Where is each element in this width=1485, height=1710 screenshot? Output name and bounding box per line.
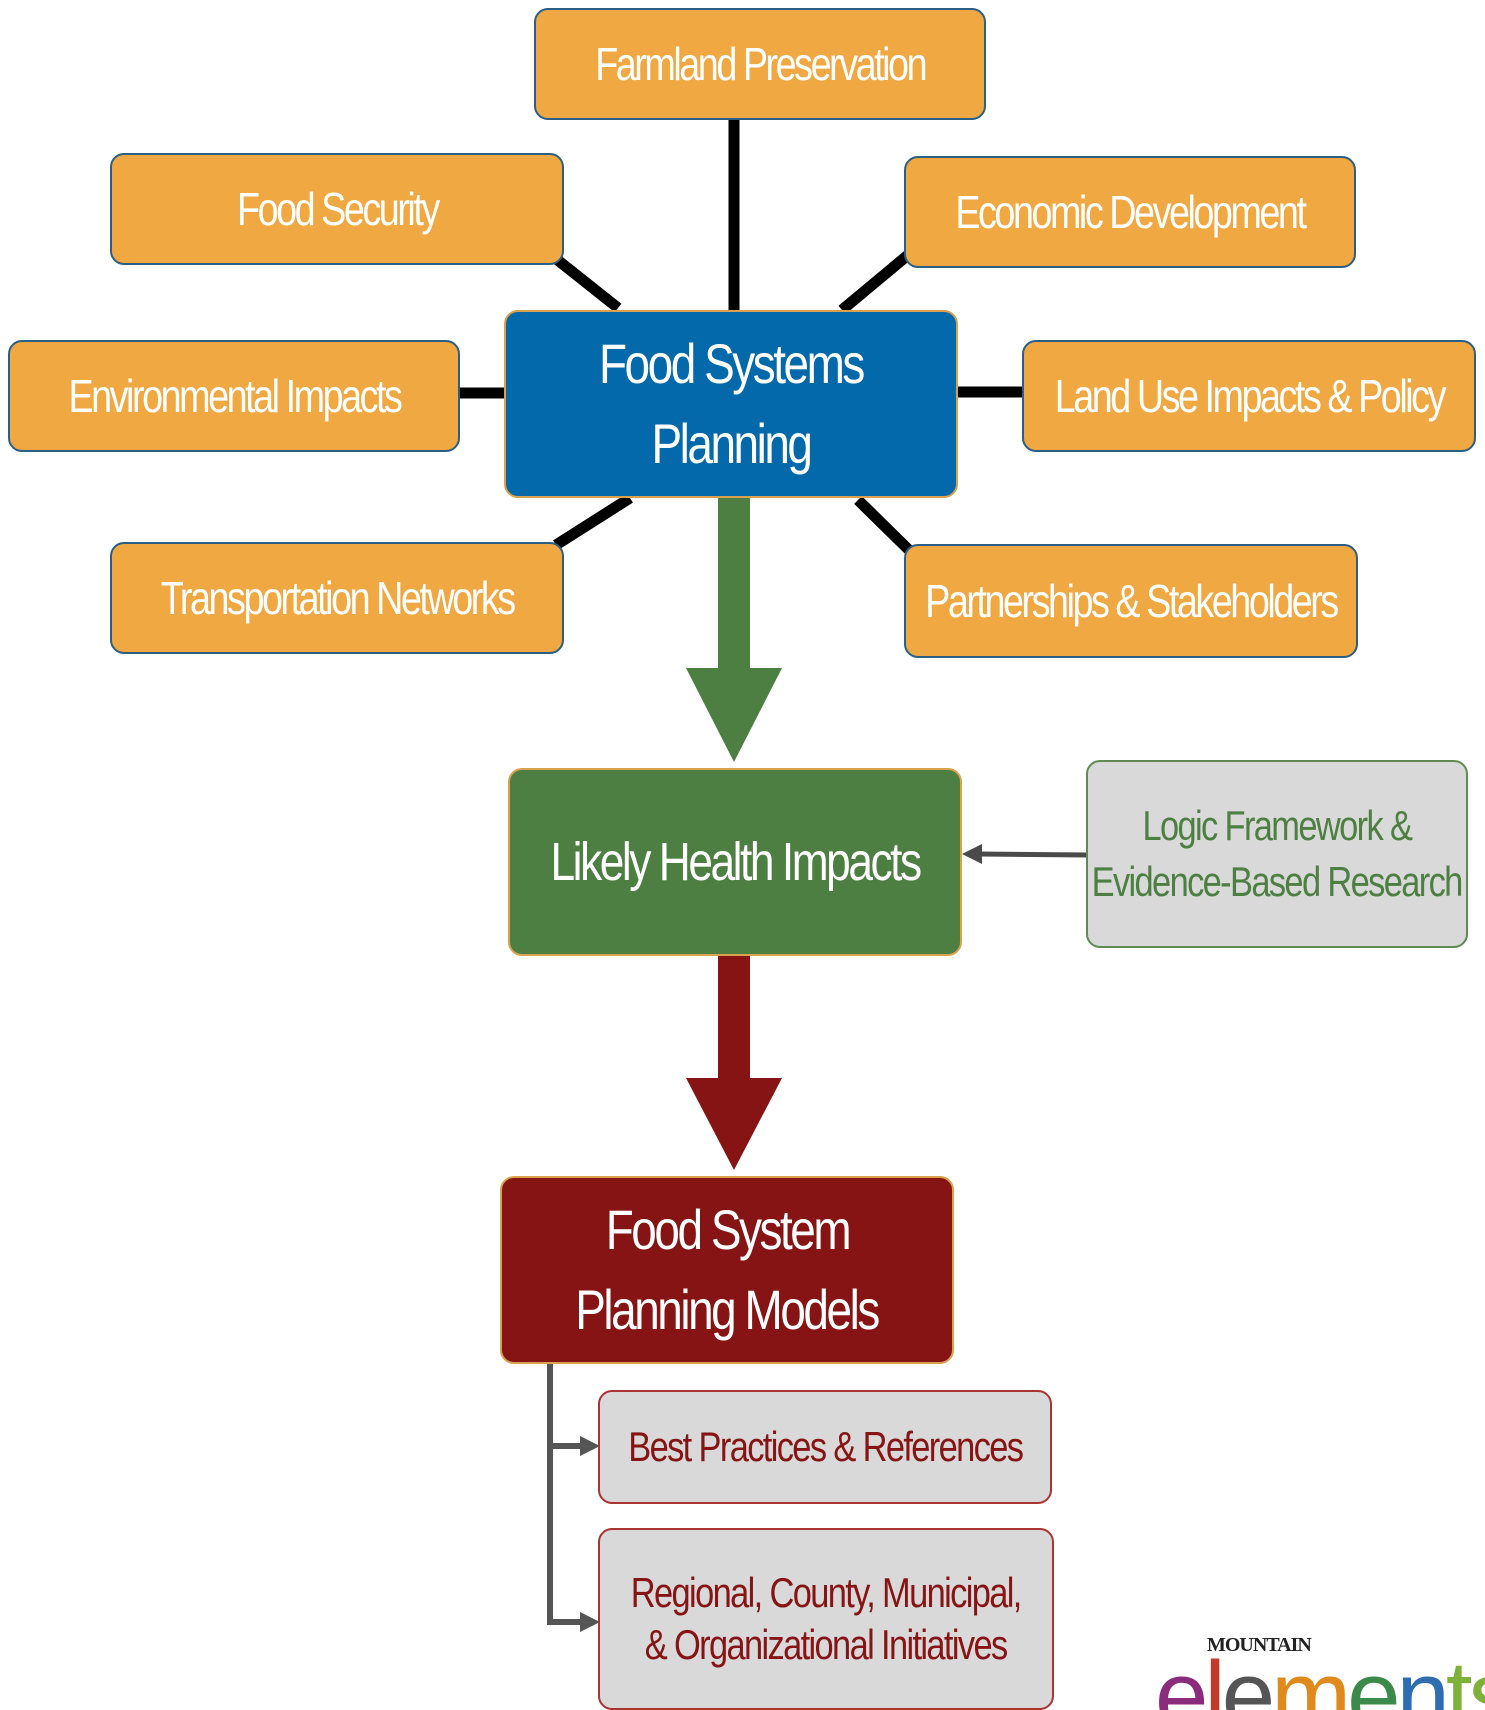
mountain-elements-logo: MOUNTAIN elements [1155, 1630, 1485, 1710]
factor-label: Farmland Preservation [595, 38, 927, 90]
evidence-line-2: Evidence-Based Research [1091, 858, 1464, 905]
factor-food-security: Food Security [110, 153, 564, 265]
evidence-research-note: Logic Framework & Evidence-Based Researc… [1086, 760, 1468, 948]
models-line-1: Food System [605, 1198, 851, 1261]
factor-label: Economic Development [955, 186, 1307, 238]
output-best-practices: Best Practices & References [598, 1390, 1052, 1504]
factor-transportation-networks: Transportation Networks [110, 542, 564, 654]
logo-word: elements [1155, 1642, 1485, 1710]
hub-food-systems-planning: Food Systems Planning [504, 310, 958, 498]
arrow-to-health [686, 496, 782, 762]
spoke-economic [838, 250, 912, 315]
arrow-to-models [686, 956, 782, 1170]
factor-partnerships-stakeholders: Partnerships & Stakeholders [904, 544, 1358, 658]
output-line-1: Best Practices & References [627, 1423, 1024, 1470]
hub-line-2: Planning [651, 412, 813, 475]
arrow-evidence-to-health [962, 844, 1089, 864]
hub-line-1: Food Systems [599, 332, 865, 395]
bracket-arrowhead-1 [580, 1436, 600, 1456]
factor-economic-development: Economic Development [904, 156, 1356, 268]
food-system-planning-models: Food System Planning Models [500, 1176, 954, 1364]
factor-label: Land Use Impacts & Policy [1054, 370, 1446, 422]
logo-top-text: MOUNTAIN [1207, 1634, 1312, 1656]
factor-label: Partnerships & Stakeholders [925, 575, 1339, 627]
output-line-2: & Organizational Initiatives [645, 1621, 1008, 1668]
output-initiatives: Regional, County, Municipal, & Organizat… [598, 1528, 1054, 1710]
models-line-2: Planning Models [575, 1278, 881, 1341]
factor-label: Environmental Impacts [68, 370, 402, 422]
factor-label: Transportation Networks [160, 572, 516, 624]
output-line-1: Regional, County, Municipal, [631, 1569, 1023, 1616]
factor-land-use-impacts: Land Use Impacts & Policy [1022, 340, 1476, 452]
spoke-food-security [551, 253, 622, 313]
factor-environmental-impacts: Environmental Impacts [8, 340, 460, 452]
bracket-to-outputs [547, 1364, 586, 1625]
likely-health-impacts: Likely Health Impacts [508, 768, 962, 956]
spoke-transportation [553, 493, 633, 550]
evidence-line-1: Logic Framework & [1142, 802, 1413, 849]
bracket-arrowhead-2 [580, 1612, 600, 1632]
factor-label: Food Security [236, 183, 440, 235]
spoke-partnerships [854, 496, 916, 557]
factor-farmland-preservation: Farmland Preservation [534, 8, 986, 120]
health-label: Likely Health Impacts [550, 832, 922, 892]
